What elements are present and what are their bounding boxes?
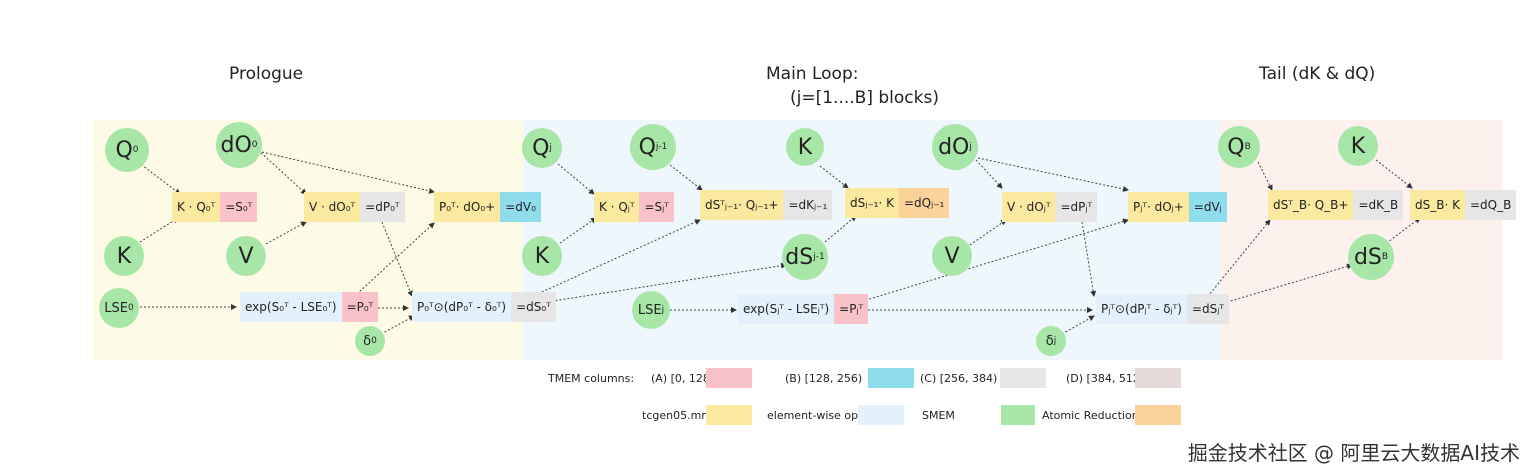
op-p-doj: Pⱼᵀ· dOⱼ+ =dVⱼ [1128, 192, 1227, 222]
legend-tmem-b-swatch [868, 368, 914, 388]
op-dsj-result: =dSⱼᵀ [1186, 294, 1229, 324]
op-expj-elementwise: exp(Sⱼᵀ - LSEⱼᵀ) [738, 294, 835, 324]
op-dsq-b: dSᵀ_B· Q_B+ =dK_B [1268, 190, 1404, 220]
op-v-do0-mma: V · dO₀ᵀ [304, 192, 361, 222]
legend-elementwise-label: element-wise ops [767, 409, 864, 422]
op-ds0-elementwise: P₀ᵀ⊙(dP₀ᵀ - δ₀ᵀ) [412, 292, 512, 322]
prologue-title: Prologue [229, 64, 304, 84]
node-kj: K [522, 236, 562, 276]
op-dsq-j1-result: =dKⱼ₋₁ [783, 190, 833, 220]
legend-smem-label: SMEM [922, 409, 955, 422]
op-ds0: P₀ᵀ⊙(dP₀ᵀ - δ₀ᵀ) =dS₀ᵀ [412, 292, 556, 322]
op-exp0: exp(S₀ᵀ - LSE₀ᵀ) =P₀ᵀ [240, 292, 379, 322]
op-p-doj-result: =dVⱼ [1188, 192, 1227, 222]
op-dsj-elementwise: Pⱼᵀ⊙(dPⱼᵀ - δⱼᵀ) [1096, 294, 1187, 324]
op-v-do0: V · dO₀ᵀ =dP₀ᵀ [304, 192, 405, 222]
op-k-qj-result: =Sⱼᵀ [639, 192, 674, 222]
op-expj-result: =Pⱼᵀ [834, 294, 869, 324]
legend-tmem-d-label: (D) [384, 512) [1066, 372, 1145, 385]
legend-tmem-c-swatch [1000, 368, 1046, 388]
op-p-do0-result: =dV₀ [500, 192, 541, 222]
watermark: 掘金技术社区 @ 阿里云大数据AI技术 [1187, 441, 1520, 465]
op-v-doj: V · dOⱼᵀ =dPⱼᵀ [1002, 192, 1098, 222]
legend-tmem-b-label: (B) [128, 256) [785, 372, 863, 385]
op-dsk-b: dS_B· K =dQ_B [1410, 190, 1517, 220]
op-v-do0-result: =dP₀ᵀ [360, 192, 405, 222]
op-ds0-result: =dS₀ᵀ [511, 292, 556, 322]
node-vj: V [932, 236, 972, 276]
op-dsq-b-result: =dK_B [1353, 190, 1404, 220]
op-p-do0: P₀ᵀ· dO₀+ =dV₀ [434, 192, 541, 222]
op-k-q0-result: =S₀ᵀ [220, 192, 258, 222]
op-k-qj: K · Qⱼᵀ =Sⱼᵀ [594, 192, 674, 222]
main-loop-subtitle: (j=[1....B] blocks) [790, 88, 939, 108]
legend-tmem-d-swatch [1135, 368, 1181, 388]
op-v-doj-result: =dPⱼᵀ [1055, 192, 1098, 222]
legend-tmem-a-swatch [706, 368, 752, 388]
op-dsq-b-mma: dSᵀ_B· Q_B+ [1268, 190, 1354, 220]
op-k-q0-mma: K · Q₀ᵀ [172, 192, 221, 222]
op-dsk-b-mma: dS_B· K [1410, 190, 1465, 220]
legend-elementwise-swatch [858, 405, 904, 425]
op-p-doj-mma: Pⱼᵀ· dOⱼ+ [1128, 192, 1189, 222]
legend-tcgen-label: tcgen05.mma [642, 409, 719, 422]
main-loop-title: Main Loop: [766, 64, 859, 84]
legend-tmem-label: TMEM columns: [548, 372, 635, 385]
node-k-tail: K [1338, 126, 1378, 166]
legend-tmem-c-label: (C) [256, 384) [920, 372, 998, 385]
op-p-do0-mma: P₀ᵀ· dO₀+ [434, 192, 501, 222]
node-k0: K [104, 236, 144, 276]
legend-tmem-a-label: (A) [0, 128) [651, 372, 715, 385]
op-k-q0: K · Q₀ᵀ =S₀ᵀ [172, 192, 258, 222]
legend-smem-swatch [1001, 405, 1035, 425]
node-v0: V [226, 236, 266, 276]
op-dsk-j1-result: =dQⱼ₋₁ [898, 188, 950, 218]
op-exp0-elementwise: exp(S₀ᵀ - LSE₀ᵀ) [240, 292, 342, 322]
op-k-qj-mma: K · Qⱼᵀ [594, 192, 640, 222]
op-dsk-j1: dSⱼ₋₁· K =dQⱼ₋₁ [845, 188, 950, 218]
op-dsk-j1-mma: dSⱼ₋₁· K [845, 188, 899, 218]
op-expj: exp(Sⱼᵀ - LSEⱼᵀ) =Pⱼᵀ [738, 294, 869, 324]
legend-atomic-swatch [1135, 405, 1181, 425]
tail-title: Tail (dK & dQ) [1259, 64, 1376, 84]
node-kj-top: K [786, 128, 824, 166]
legend-tcgen-swatch [706, 405, 752, 425]
op-v-doj-mma: V · dOⱼᵀ [1002, 192, 1056, 222]
legend-atomic-label: Atomic Reduction [1042, 409, 1139, 422]
op-dsk-b-result: =dQ_B [1464, 190, 1517, 220]
op-dsq-j1: dSᵀⱼ₋₁· Qⱼ₋₁+ =dKⱼ₋₁ [700, 190, 833, 220]
op-dsq-j1-mma: dSᵀⱼ₋₁· Qⱼ₋₁+ [700, 190, 784, 220]
op-exp0-result: =P₀ᵀ [341, 292, 379, 322]
op-dsj: Pⱼᵀ⊙(dPⱼᵀ - δⱼᵀ) =dSⱼᵀ [1096, 294, 1229, 324]
